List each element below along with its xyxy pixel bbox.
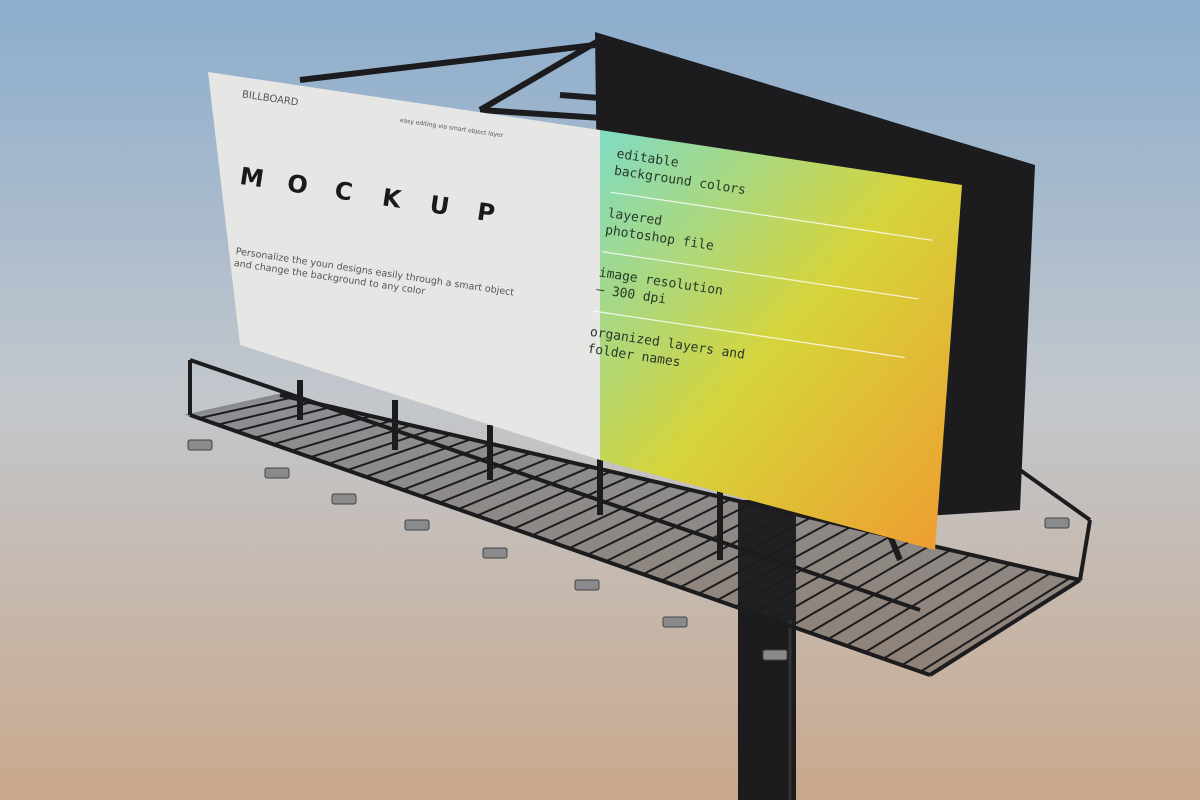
- grate-slat: [734, 530, 871, 608]
- grate-slat: [494, 470, 611, 524]
- floodlight: [482, 547, 508, 559]
- grate-slat: [384, 443, 491, 485]
- grate-slat: [458, 461, 571, 511]
- grate-slat: [845, 558, 991, 647]
- grate-slat: [365, 438, 471, 478]
- grate-slat: [919, 577, 1071, 673]
- grate-slat: [347, 433, 451, 472]
- grate-slat: [661, 512, 791, 582]
- grate-slat: [513, 475, 631, 530]
- grate-slat: [218, 401, 311, 426]
- grate-slat: [771, 540, 911, 621]
- grate-slat: [439, 457, 551, 504]
- headline-letter: M: [238, 162, 266, 193]
- grate-slat: [587, 494, 711, 556]
- grate-slat: [716, 526, 851, 602]
- grate-slat: [624, 503, 751, 569]
- floodlight: [574, 579, 600, 591]
- floodlight: [404, 519, 430, 531]
- grate-slat: [827, 554, 971, 641]
- floodlight: [662, 616, 688, 628]
- grate-slat: [679, 517, 811, 589]
- grate-slat: [550, 484, 671, 543]
- grate-slat: [642, 507, 771, 576]
- grate-slat: [753, 535, 891, 615]
- headline-letter: U: [428, 190, 451, 221]
- floodlights: [187, 439, 1070, 661]
- billboard-right-panel: [600, 130, 962, 550]
- headline-letter: C: [333, 176, 355, 206]
- grate-slat: [697, 521, 831, 595]
- grate-slat: [864, 563, 1011, 654]
- headline-letter: K: [380, 183, 404, 214]
- grate-slat: [790, 544, 931, 628]
- grate-slat: [476, 466, 591, 517]
- headline-letter: P: [475, 197, 497, 227]
- grate-slat: [199, 397, 291, 419]
- grate-slat: [292, 420, 391, 452]
- headline-letter: O: [285, 169, 309, 200]
- grate-slat: [421, 452, 531, 498]
- grate-slat: [901, 572, 1051, 667]
- floodlight: [762, 649, 788, 661]
- floodlight: [1044, 517, 1070, 529]
- floodlight: [331, 493, 357, 505]
- grate-slat: [531, 480, 651, 537]
- grate-slat: [236, 406, 331, 432]
- grate-slat: [273, 415, 371, 446]
- billboard-left-panel: [208, 72, 600, 460]
- grate-slat: [255, 410, 351, 439]
- grate-slat: [882, 567, 1031, 660]
- floodlight: [264, 467, 290, 479]
- grate-slat: [605, 498, 731, 563]
- grate-slat: [568, 489, 691, 550]
- grate-slat: [328, 429, 431, 465]
- floodlight: [187, 439, 213, 451]
- grate-slat: [808, 549, 951, 634]
